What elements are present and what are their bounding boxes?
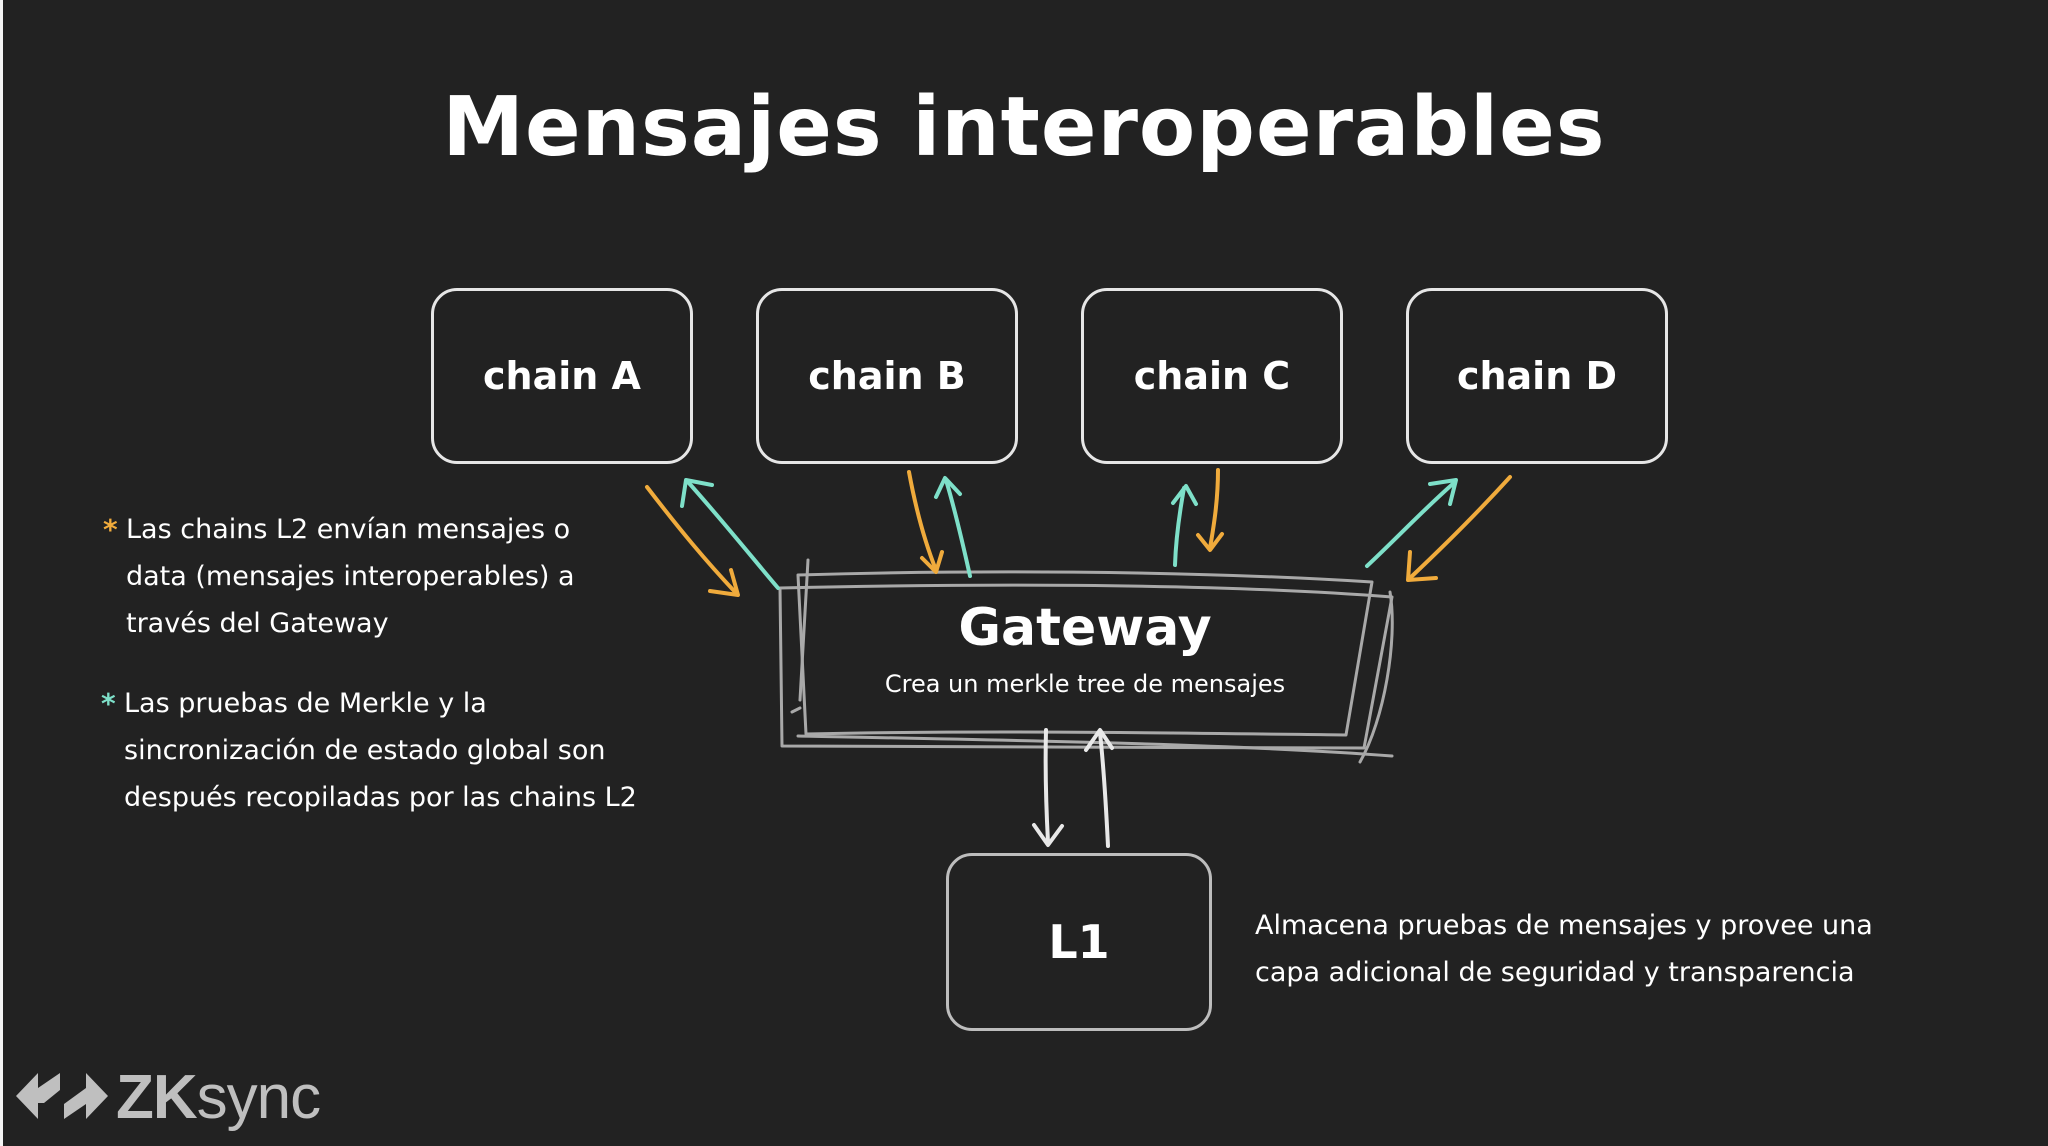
chain-b-label: chain B (808, 354, 966, 398)
zksync-logo: ZKsync (116, 1062, 321, 1133)
chain-b-arrows (907, 470, 972, 578)
slide-title: Mensajes interoperables (442, 80, 1606, 175)
note-merkle-text: Las pruebas de Merkle y la sincronizació… (124, 688, 637, 813)
gateway-subtitle: Crea un merkle tree de mensajes (884, 670, 1286, 698)
chain-c-box: chain C (1081, 288, 1343, 464)
chain-d-box: chain D (1406, 288, 1668, 464)
chain-a-arrows (645, 478, 780, 597)
zksync-arrows-icon (16, 1073, 108, 1119)
chain-d-arrows (1365, 475, 1512, 582)
l1-box: L1 (946, 853, 1212, 1031)
note-send-text: Las chains L2 envían mensajes o data (me… (126, 514, 575, 639)
note-send: * Las chains L2 envían mensajes o data (… (103, 506, 666, 647)
l1-note-text: Almacena pruebas de mensajes y provee un… (1255, 910, 1873, 988)
l1-label: L1 (1048, 915, 1110, 969)
l1-arrows (1032, 728, 1114, 848)
zksync-logo-text: ZKsync (116, 1062, 321, 1133)
chain-d-label: chain D (1456, 354, 1618, 398)
logo-brand-bold: ZK (116, 1062, 198, 1132)
teal-star-bullet: * (101, 687, 116, 720)
l1-note: Almacena pruebas de mensajes y provee un… (1255, 902, 1915, 996)
chain-a-label: chain A (483, 354, 641, 398)
gateway-title: Gateway (958, 598, 1212, 658)
gateway-box (778, 558, 1394, 764)
logo-brand-light: sync (196, 1062, 321, 1132)
chain-c-arrows (1171, 468, 1224, 567)
chain-c-label: chain C (1133, 354, 1291, 398)
chain-a-box: chain A (431, 288, 693, 464)
note-merkle: * Las pruebas de Merkle y la sincronizac… (101, 680, 684, 821)
orange-star-bullet: * (103, 513, 118, 546)
chain-b-box: chain B (756, 288, 1018, 464)
slide-left-edge (0, 0, 3, 1146)
